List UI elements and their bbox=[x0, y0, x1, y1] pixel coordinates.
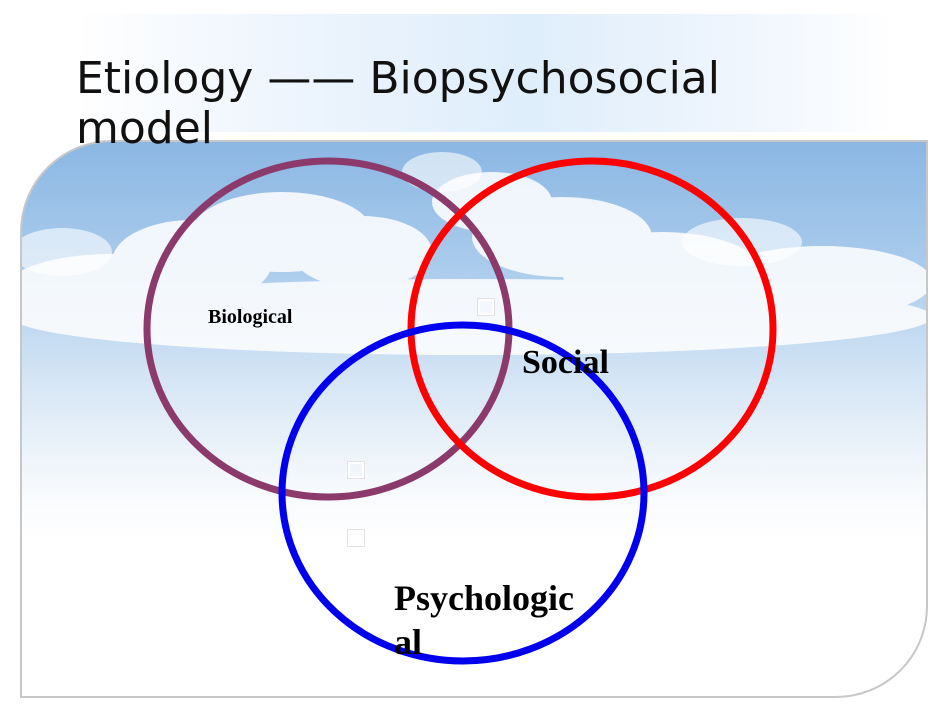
title-part-etiology: Etiology bbox=[76, 53, 254, 104]
title-part-model: Biopsychosocial model bbox=[76, 53, 720, 154]
square-glyph-icon bbox=[478, 299, 494, 315]
cloud-background bbox=[22, 152, 926, 355]
biological-circle bbox=[143, 157, 513, 501]
psychological-circle bbox=[278, 321, 648, 665]
biological-label: Biological bbox=[208, 306, 293, 328]
square-glyph-icon bbox=[348, 530, 364, 546]
title-background-band bbox=[75, 14, 895, 132]
title-separator: —— bbox=[267, 53, 356, 104]
page-title: Etiology ——Biopsychosocial model bbox=[76, 54, 836, 154]
social-circle bbox=[407, 157, 777, 501]
square-glyph-icon bbox=[348, 462, 364, 478]
psychological-label: Psychological bbox=[394, 578, 574, 662]
social-label: Social bbox=[522, 344, 609, 381]
